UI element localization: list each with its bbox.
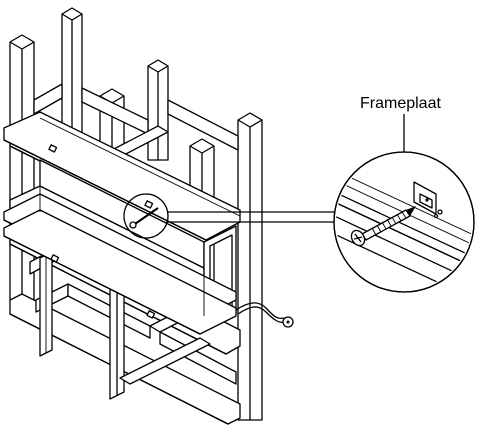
detail-source-circle bbox=[123, 193, 169, 239]
fireplace-insert-icon bbox=[3, 111, 241, 335]
post-front-left bbox=[9, 34, 35, 301]
post-middle-back bbox=[147, 59, 169, 161]
detail-connector-lines bbox=[166, 211, 340, 223]
frameplaat-label: Frameplaat bbox=[360, 95, 441, 112]
screw-icon bbox=[350, 206, 416, 247]
screw-detail-magnifier-icon bbox=[333, 151, 475, 293]
cable-icon bbox=[235, 302, 294, 328]
post-back-right bbox=[237, 112, 263, 421]
